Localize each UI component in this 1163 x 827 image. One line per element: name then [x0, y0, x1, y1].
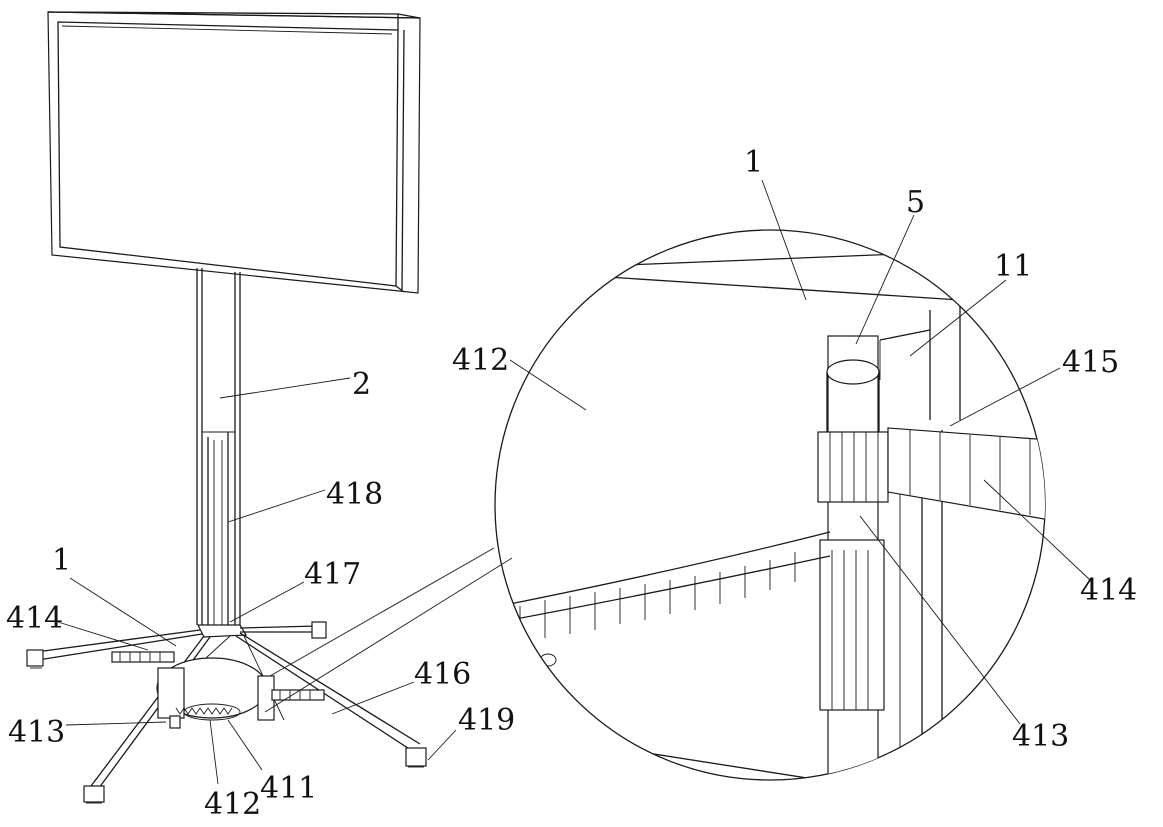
detail-callout-lines — [265, 548, 512, 712]
label-411: 411 — [260, 771, 317, 806]
label-413-left: 413 — [8, 715, 65, 750]
label-419: 419 — [458, 703, 515, 738]
label-416: 416 — [414, 657, 471, 692]
label-5: 5 — [906, 185, 925, 220]
label-417: 417 — [304, 557, 361, 592]
detail-view — [495, 230, 1050, 780]
label-413-detail: 413 — [1012, 719, 1069, 754]
label-415: 415 — [1062, 345, 1119, 380]
label-1-left: 1 — [52, 543, 71, 578]
label-2: 2 — [352, 367, 371, 402]
label-412-detail: 412 — [452, 343, 509, 378]
monitor-screen — [48, 12, 420, 293]
label-414-detail: 414 — [1080, 573, 1137, 608]
label-11: 11 — [994, 249, 1032, 284]
pole — [197, 268, 240, 625]
label-414-left: 414 — [6, 601, 63, 636]
label-418: 418 — [326, 477, 383, 512]
label-412-left: 412 — [204, 787, 261, 822]
label-1-detail: 1 — [744, 145, 763, 180]
